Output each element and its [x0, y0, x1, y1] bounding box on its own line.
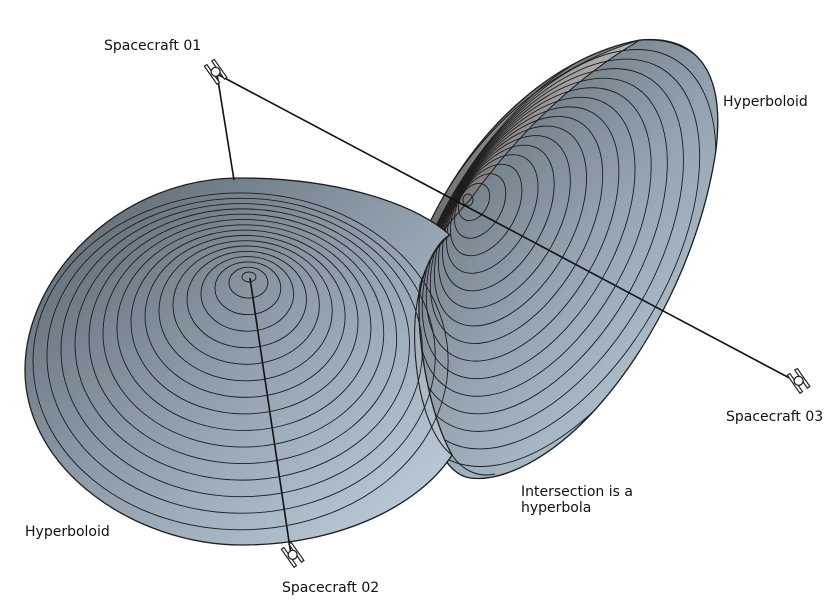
right-hyperboloid-lip — [414, 234, 496, 476]
left-hyperboloid-surface — [24, 177, 453, 546]
satellite-icon — [786, 367, 811, 395]
contour-ring — [32, 192, 449, 531]
satellite-icon — [203, 58, 228, 86]
contour-ring — [144, 234, 346, 398]
hyperboloid-right-label: Hyperboloid — [723, 94, 808, 110]
apex-ring — [462, 193, 474, 207]
contour-ring — [418, 77, 668, 415]
contour-ring — [441, 144, 555, 292]
contour-ring — [228, 266, 269, 299]
contour-ring — [214, 261, 282, 316]
contour-ring — [446, 154, 539, 274]
contour-ring — [60, 203, 423, 498]
contour-ring — [418, 87, 652, 397]
apex-ring — [241, 271, 257, 283]
baseline-sc01-sc03 — [216, 73, 798, 383]
contour-ring — [450, 163, 523, 257]
spacecraft-03-label: Spacecraft 03 — [726, 409, 824, 425]
contour-ring — [437, 135, 571, 309]
spacecraft-02-label: Spacecraft 02 — [282, 580, 380, 596]
right-hyperboloid-inner-face — [429, 39, 641, 247]
spacecraft-01-label: Spacecraft 01 — [104, 38, 202, 54]
contour-ring — [418, 68, 684, 432]
contour-ring — [421, 96, 636, 380]
contour-ring — [200, 256, 295, 332]
satellite-icon — [280, 541, 305, 569]
left-hyperboloid-contours — [32, 192, 449, 531]
left-hyperboloid — [24, 177, 453, 546]
contour-ring — [158, 240, 333, 382]
baseline-sc02-axis — [249, 277, 292, 556]
contour-ring — [454, 173, 507, 239]
contour-ring — [88, 213, 398, 465]
contour-ring — [46, 197, 436, 514]
contour-ring — [102, 219, 385, 448]
baseline-sc01-sc02 — [216, 73, 235, 181]
contour-ring — [186, 250, 307, 349]
baselines — [216, 73, 798, 556]
contour-ring — [433, 125, 587, 327]
hyperboloid-left-label: Hyperboloid — [25, 524, 110, 540]
intersection-label: Intersection is a hyperbola — [521, 484, 633, 516]
contour-ring — [116, 224, 372, 431]
contour-ring — [172, 245, 320, 365]
contour-ring — [130, 229, 359, 415]
contour-ring — [74, 208, 410, 481]
contour-ring — [458, 182, 491, 222]
